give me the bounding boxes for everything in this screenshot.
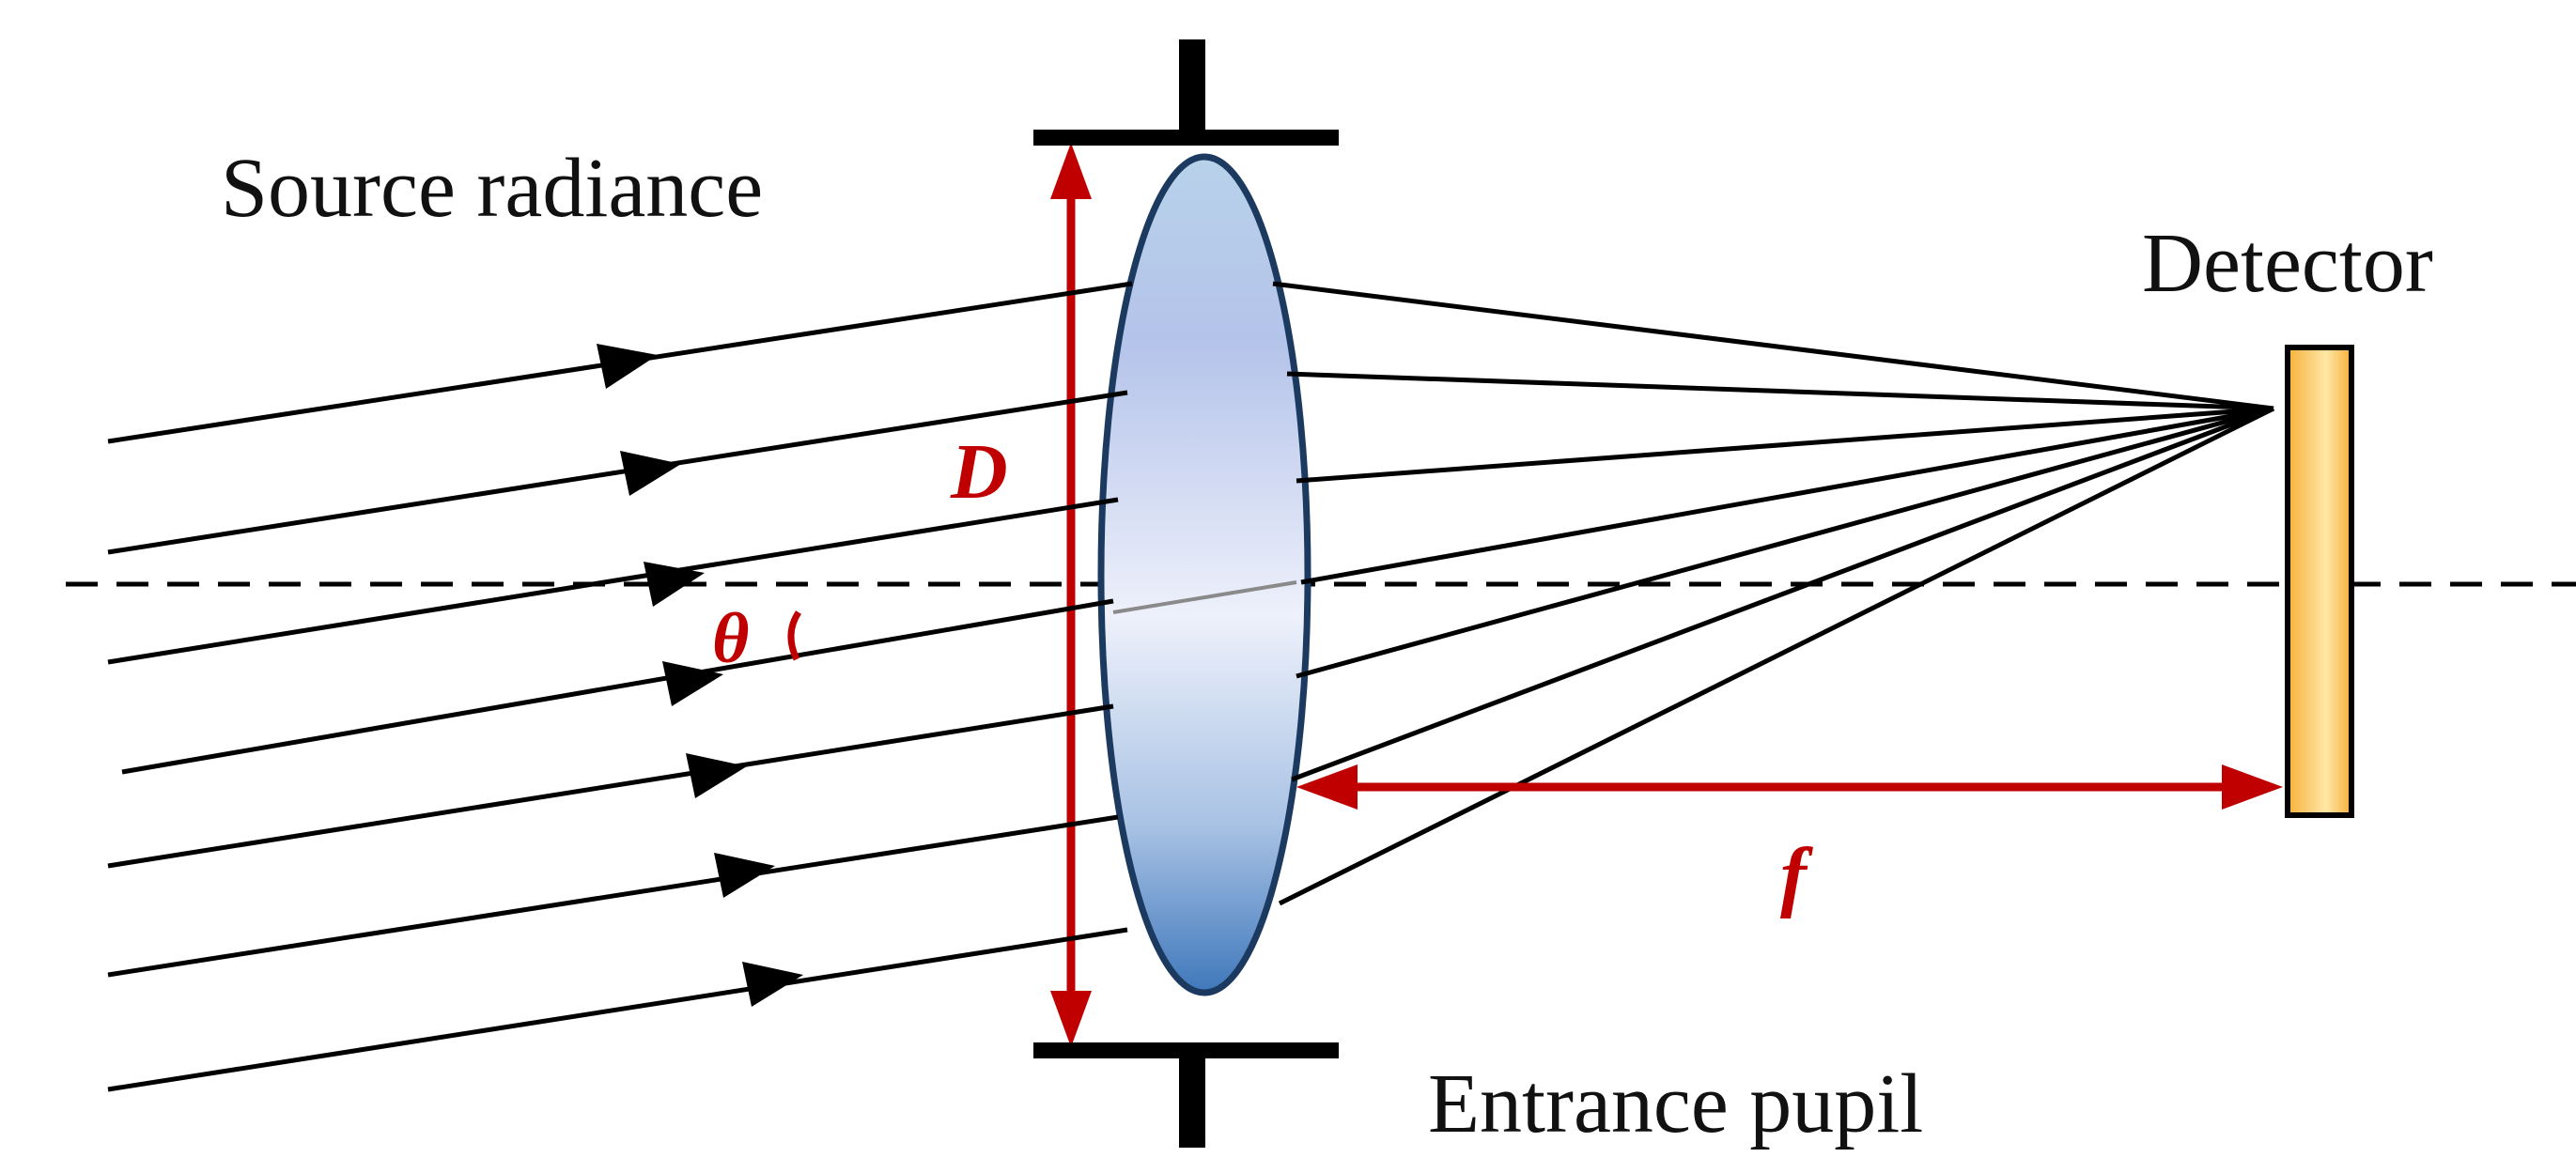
ray-arrow-icon [620,451,681,496]
ray-arrow-icon [662,661,723,706]
entrance-pupil-stop [1033,39,1339,1148]
theta-label: θ [712,599,749,678]
incoming-rays [107,281,1133,1092]
focal-f-label: f [1780,832,1813,919]
ray-arrowheads [597,344,803,1007]
ray-arrow-icon [714,853,775,898]
ray-arrow-icon [644,562,705,607]
chief-ray-inside-lens [1112,580,1297,614]
stop-bottom-post [1179,1052,1205,1148]
aperture-d-label: D [950,428,1008,516]
source-radiance-label: Source radiance [221,142,763,235]
lens [1097,153,1311,996]
ray-arrow-icon [742,962,803,1007]
detector [2285,345,2354,818]
focal-length-dimension-arrow [1296,764,2283,810]
aperture-dimension-arrow [1050,143,1092,1047]
entrance-pupil-label: Entrance pupil [1428,1057,1923,1150]
ray-arrow-icon [597,344,658,389]
stop-bottom-bar [1033,1042,1339,1058]
stop-top-post [1179,39,1205,139]
detector-label: Detector [2142,217,2433,310]
angle-arc [787,610,802,661]
converging-rays [1272,281,2275,906]
ray-arrow-icon [686,753,747,798]
